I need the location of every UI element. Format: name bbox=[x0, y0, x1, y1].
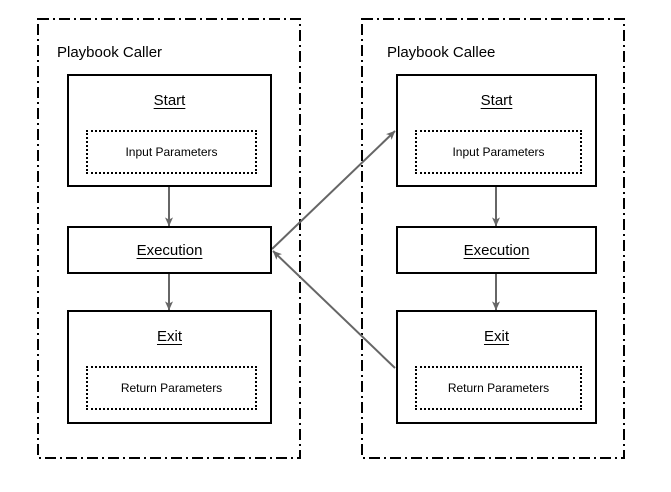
node-callee-execution[interactable]: Execution bbox=[396, 226, 597, 274]
swimlane-title-caller: Playbook Caller bbox=[57, 44, 163, 61]
node-title-callee-execution: Execution bbox=[463, 242, 530, 259]
node-caller-execution[interactable]: Execution bbox=[67, 226, 272, 274]
parameter-label-callee-start: Input Parameters bbox=[452, 145, 545, 159]
parameter-box-callee-start[interactable]: Input Parameters bbox=[415, 130, 582, 174]
node-title-caller-execution: Execution bbox=[136, 242, 203, 259]
node-title-caller-start: Start bbox=[153, 92, 186, 109]
parameter-box-caller-start[interactable]: Input Parameters bbox=[86, 130, 257, 174]
parameter-box-callee-exit[interactable]: Return Parameters bbox=[415, 366, 582, 410]
connector-call-return bbox=[272, 250, 396, 369]
connector-call-invoke bbox=[271, 130, 396, 250]
node-title-caller-exit: Exit bbox=[156, 328, 182, 345]
node-title-callee-start: Start bbox=[480, 92, 513, 109]
parameter-label-caller-start: Input Parameters bbox=[125, 145, 218, 159]
parameter-label-caller-exit: Return Parameters bbox=[120, 381, 223, 395]
parameter-box-caller-exit[interactable]: Return Parameters bbox=[86, 366, 257, 410]
parameter-label-callee-exit: Return Parameters bbox=[447, 381, 550, 395]
swimlane-title-callee: Playbook Callee bbox=[387, 44, 496, 61]
node-title-callee-exit: Exit bbox=[483, 328, 509, 345]
